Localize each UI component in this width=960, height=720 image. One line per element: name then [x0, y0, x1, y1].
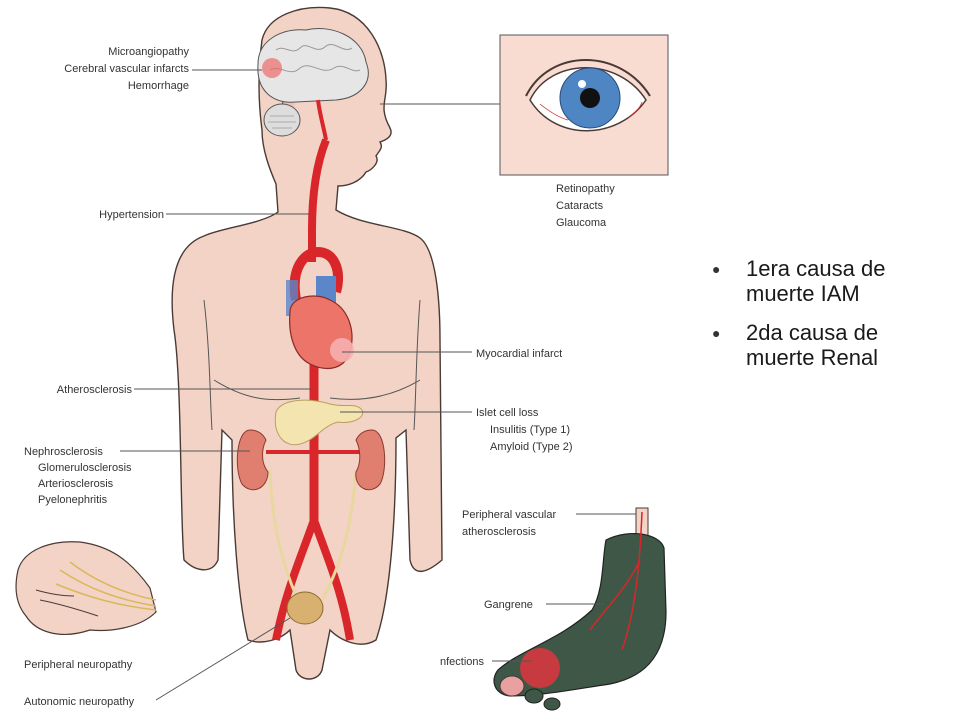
eye-highlight — [578, 80, 586, 88]
label-infections: nfections — [440, 656, 485, 668]
label-autonomic-neuropathy: Autonomic neuropathy — [24, 696, 135, 708]
ureters — [268, 469, 358, 601]
label-cerebral-infarcts: Cerebral vascular infarcts — [64, 63, 189, 75]
bullet-text: 1era causa de muerte IAM — [746, 256, 886, 306]
label-insulitis: Insulitis (Type 1) — [490, 424, 570, 436]
label-islet-cell-loss: Islet cell loss — [476, 407, 539, 419]
bullet-item: ● 1era causa de muerte IAM — [708, 256, 908, 306]
label-glomerulosclerosis: Glomerulosclerosis — [38, 462, 132, 474]
label-pyelonephritis: Pyelonephritis — [38, 494, 108, 506]
label-pvd-atherosclerosis: atherosclerosis — [462, 526, 536, 538]
arm-contour-left — [203, 299, 213, 431]
brain — [257, 28, 369, 137]
left-kidney — [236, 429, 269, 491]
label-retinopathy: Retinopathy — [556, 183, 615, 195]
chest-contour — [213, 379, 421, 401]
bladder — [286, 591, 324, 625]
cerebellum — [263, 103, 301, 137]
hand — [15, 541, 157, 635]
retina-vessels — [539, 101, 643, 121]
cerebellum-folds — [268, 115, 296, 129]
foot — [493, 533, 667, 697]
toe-1 — [499, 675, 525, 697]
diabetes-complications-diagram: Microangiopathy Cerebral vascular infarc… — [15, 6, 669, 711]
pupil — [580, 88, 600, 108]
foot-infection — [520, 648, 560, 688]
eyelid — [525, 59, 651, 97]
eye-inset — [499, 34, 669, 176]
label-arteriosclerosis: Arteriosclerosis — [38, 478, 114, 490]
toe-3 — [543, 697, 561, 711]
pancreas — [274, 399, 364, 446]
foot-inset — [493, 507, 667, 711]
arm-contour-right — [413, 299, 421, 431]
leader-autonomic — [155, 617, 291, 701]
finger-lines — [35, 589, 99, 617]
label-amyloid: Amyloid (Type 2) — [490, 441, 573, 453]
label-peripheral-vascular: Peripheral vascular — [462, 509, 556, 521]
carotid-branch — [316, 99, 328, 141]
label-myocardial-infarct: Myocardial infarct — [476, 348, 562, 360]
bullet-item: ● 2da causa de muerte Renal — [708, 320, 908, 370]
label-hemorrhage: Hemorrhage — [128, 80, 189, 92]
label-cataracts: Cataracts — [556, 200, 604, 212]
brain-infarct-spot — [262, 58, 282, 78]
bullet-text: 2da causa de muerte Renal — [746, 320, 879, 370]
labels: Microangiopathy Cerebral vascular infarc… — [24, 46, 615, 708]
infarct-spot — [330, 338, 354, 362]
heart — [286, 246, 354, 370]
label-glaucoma: Glaucoma — [556, 217, 607, 229]
carotid-artery — [308, 138, 330, 262]
bullet-dot-icon: ● — [712, 325, 721, 341]
kidneys — [236, 429, 386, 491]
label-microangiopathy: Microangiopathy — [108, 46, 189, 58]
label-hypertension: Hypertension — [99, 209, 164, 221]
leader-lines — [120, 69, 636, 701]
label-nephrosclerosis: Nephrosclerosis — [24, 446, 103, 458]
label-gangrene: Gangrene — [484, 599, 533, 611]
toe-2 — [524, 688, 544, 704]
hand-inset — [15, 541, 157, 635]
aortic-arch — [289, 246, 343, 301]
brain-folds — [269, 44, 361, 73]
bullet-dot-icon: ● — [712, 261, 721, 277]
foot-artery — [589, 511, 643, 651]
hand-nerves — [55, 561, 157, 611]
label-peripheral-neuropathy: Peripheral neuropathy — [24, 659, 133, 671]
bullet-list: ● 1era causa de muerte IAM ● 2da causa d… — [708, 256, 908, 384]
brain-shape — [257, 28, 369, 103]
label-atherosclerosis: Atherosclerosis — [57, 384, 133, 396]
right-kidney — [355, 429, 386, 491]
